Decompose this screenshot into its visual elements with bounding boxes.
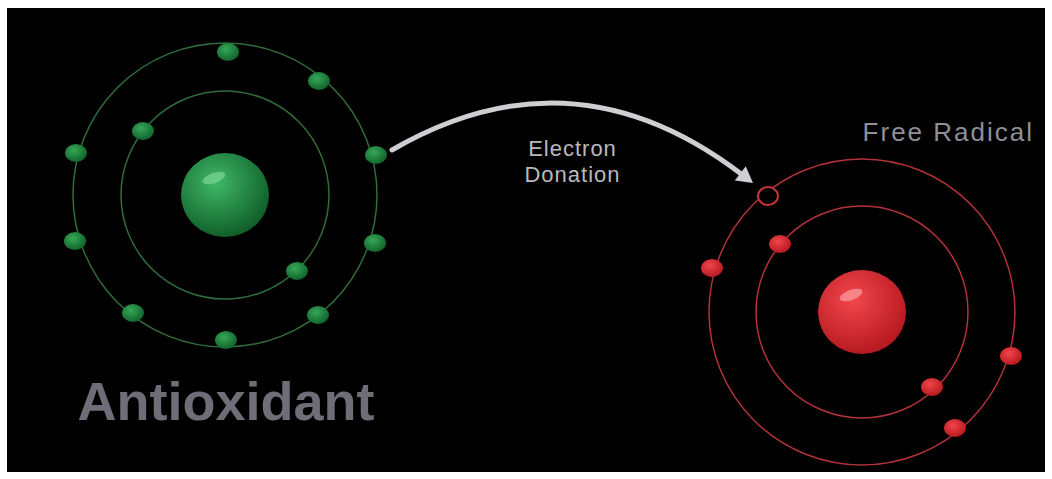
empty-electron-slot (758, 187, 778, 205)
antioxidant-node: Antioxidant (60, 40, 392, 432)
antioxidant-atom (64, 43, 387, 349)
atom-label: Antioxidant (78, 370, 375, 432)
free-radical-atom (701, 159, 1022, 465)
atom-label: Free Radical (863, 118, 1034, 148)
free-radical-node: Free Radical (750, 118, 1042, 470)
edge-label: Electron Donation (508, 136, 638, 188)
arrow-head (735, 166, 753, 183)
background (7, 8, 1045, 472)
